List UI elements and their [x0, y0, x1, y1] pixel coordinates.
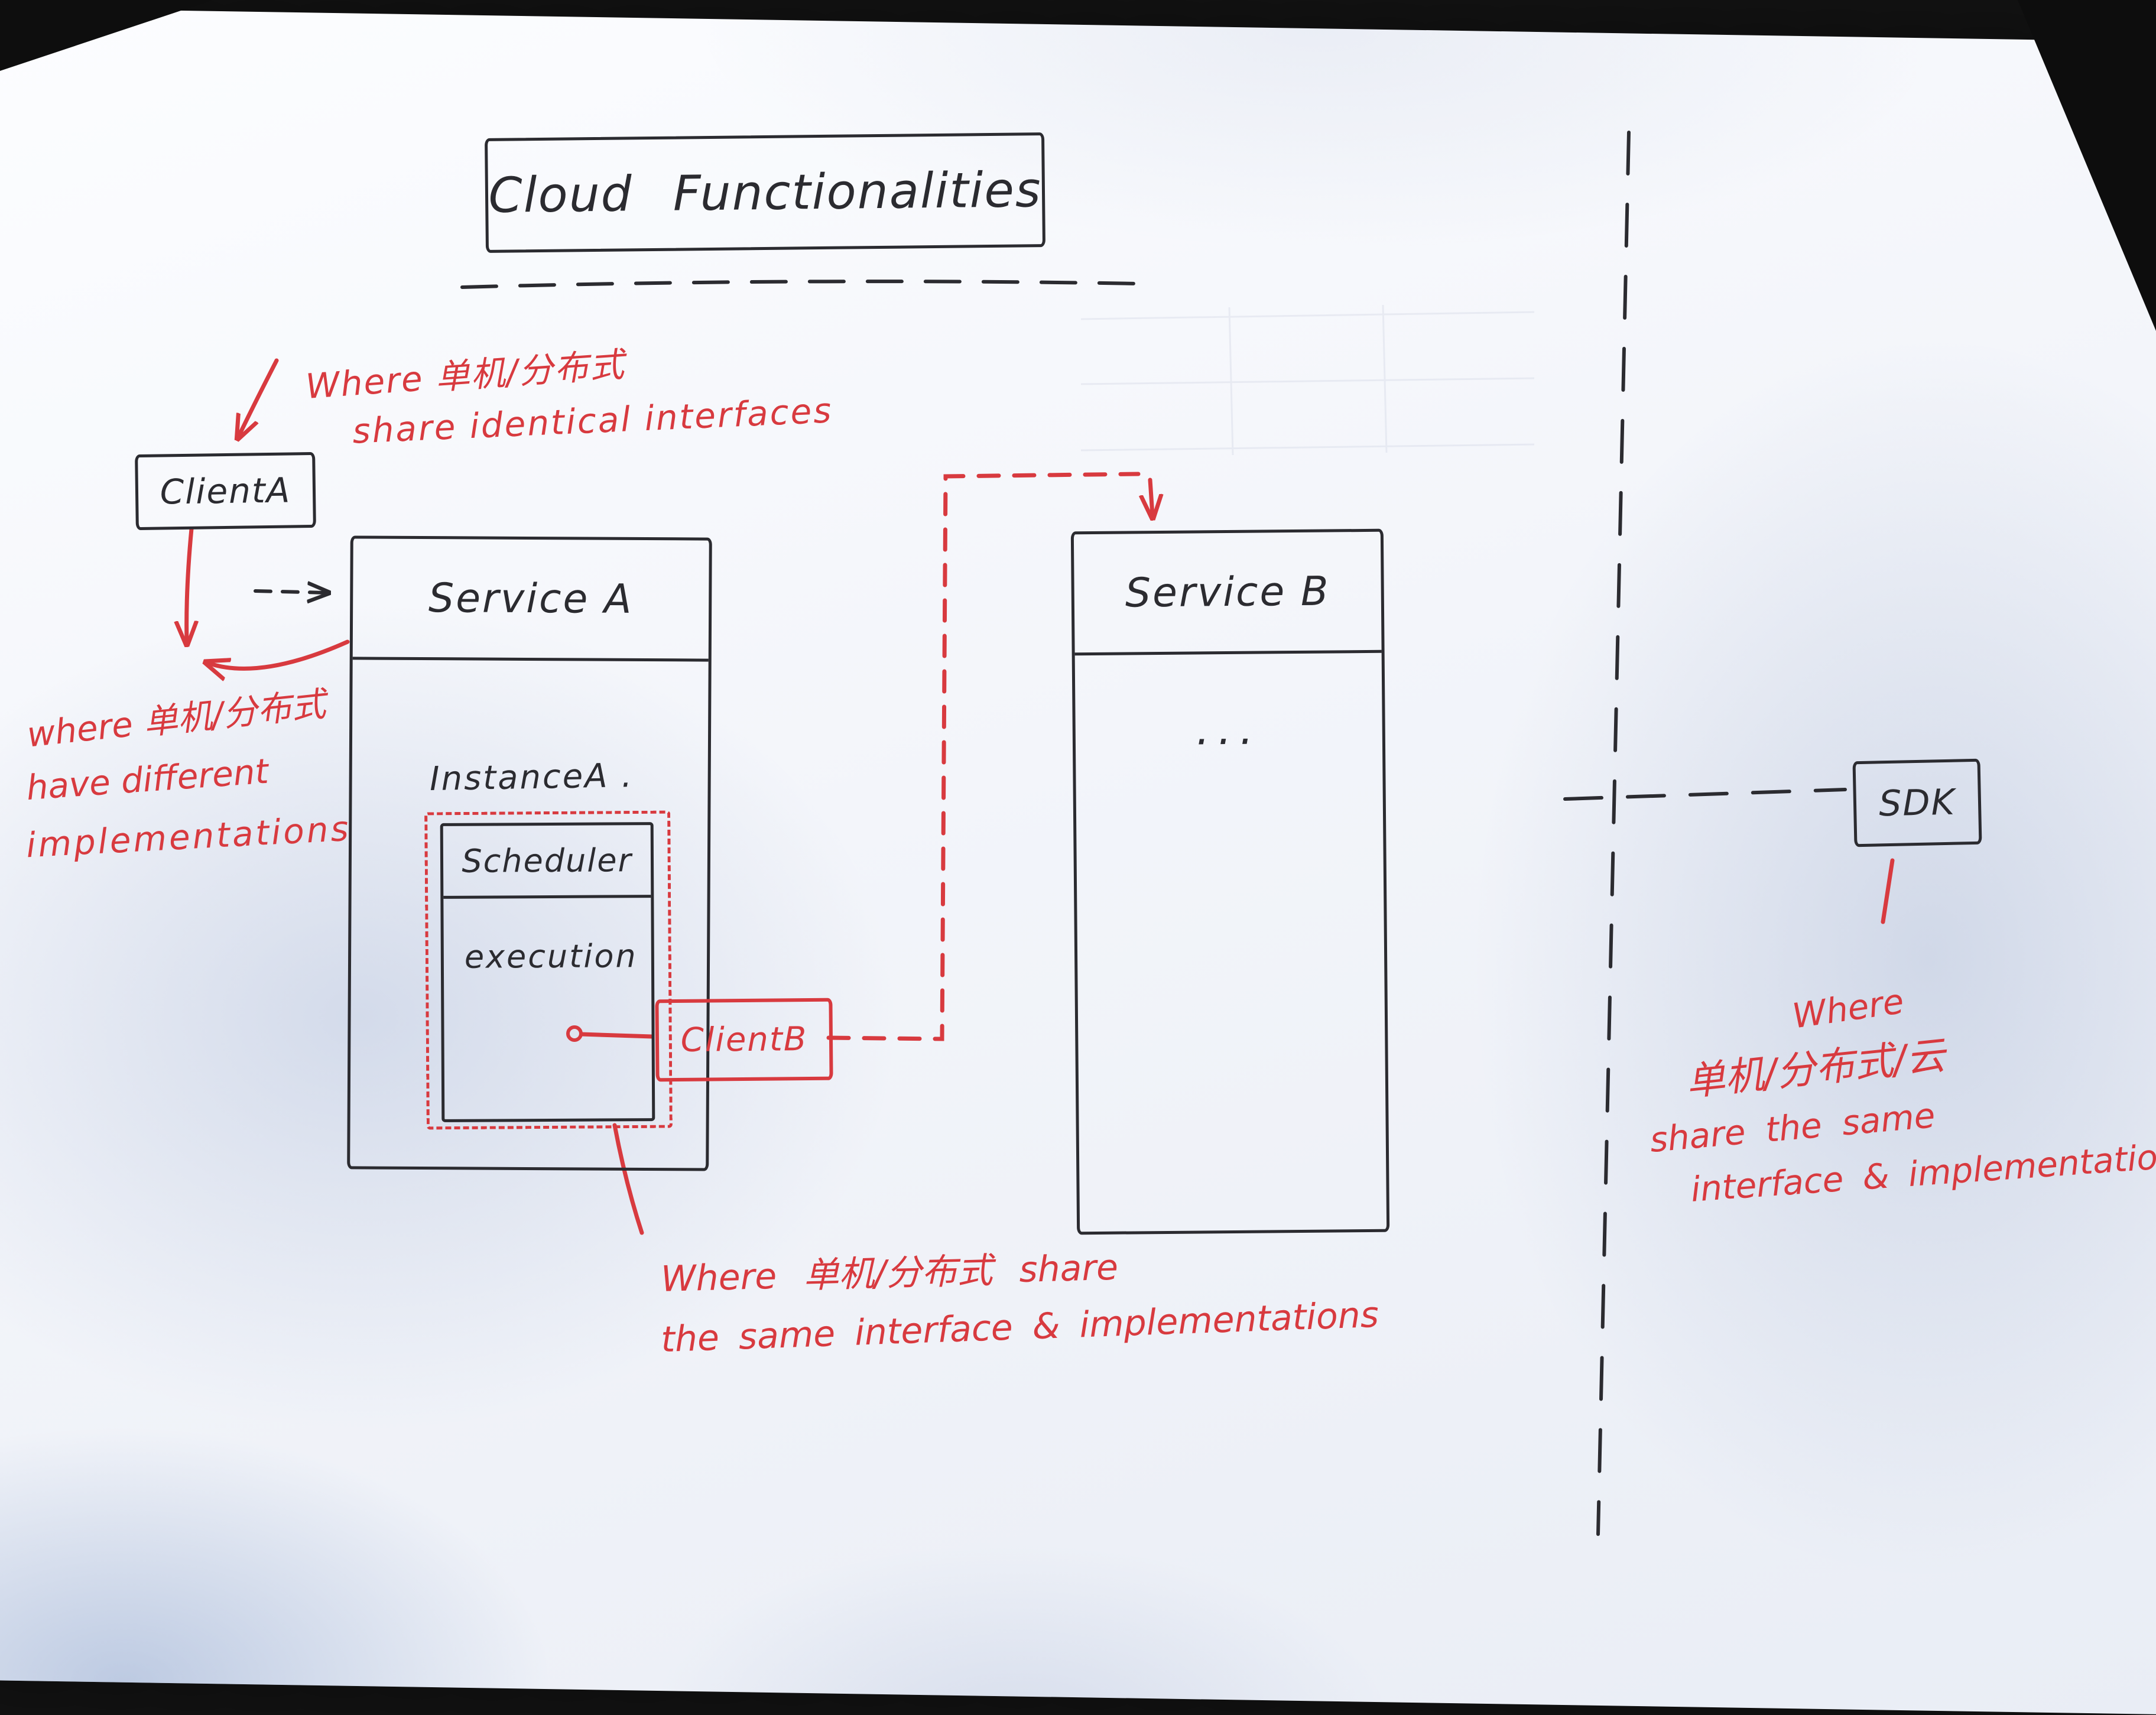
annotation-bottom: Where 单机/分布式 share the same interface & … — [660, 1241, 1379, 1361]
annotation-left: where 单机/分布式 have different implementati… — [25, 684, 352, 865]
annotation-top-arrow — [239, 358, 279, 436]
servicea-to-clienta-arrow — [208, 639, 350, 668]
instance-to-annotation-curve — [612, 1123, 644, 1235]
bleed-through-grid — [1080, 304, 1535, 456]
annotation-top: Where 单机/分布式 share identical interfaces — [304, 340, 834, 451]
instance-a-label: InstanceA . — [429, 756, 634, 799]
diagram-lines-layer — [0, 131, 1895, 1536]
scheduler-label: Scheduler — [462, 841, 632, 880]
client-b-label: ClientB — [680, 1020, 808, 1060]
annotation-left-line3: implementations — [25, 808, 352, 866]
clienta-down-arrow — [187, 527, 191, 642]
client-a-label: ClientA — [160, 470, 291, 512]
title-box: Cloud Functionalities — [485, 132, 1045, 253]
scheduler-band: Scheduler — [443, 825, 651, 899]
scheduler-execution-box: Scheduler execution — [440, 822, 655, 1122]
sdk-box: SDK — [1852, 758, 1982, 847]
right-divider-dashed — [1596, 131, 1631, 1536]
annotation-left-line2: have different — [25, 751, 270, 808]
service-b-label: Service B — [1125, 568, 1330, 617]
service-b-header: Service B — [1073, 531, 1382, 656]
sdk-connector-dashed — [1563, 788, 1847, 801]
clientb-to-serviceb-dashed-route — [826, 472, 1141, 1041]
black-ink-lines — [254, 131, 1847, 1536]
diagram-title: Cloud Functionalities — [488, 161, 1043, 224]
sdk-annotation-tick — [1881, 858, 1895, 924]
client-b-box: ClientB — [655, 998, 833, 1082]
red-ink-lines — [187, 358, 1895, 1235]
service-a-header: Service A — [352, 538, 709, 662]
annotation-bottom-line1: Where 单机/分布式 share — [660, 1246, 1119, 1300]
client-a-box: ClientA — [135, 452, 316, 531]
annotation-right: Where 单机/分布式/云 share the same interface … — [1648, 969, 2156, 1210]
execution-to-clientb-line — [579, 1032, 655, 1039]
sdk-label: SDK — [1878, 781, 1956, 824]
clienta-to-servicea-arrow — [254, 591, 326, 593]
scene: Cloud Functionalities ClientA Service A … — [0, 7, 2156, 1715]
execution-label: execution — [464, 937, 638, 976]
title-underline-dashed — [460, 280, 1141, 289]
service-b-box: Service B ... — [1070, 528, 1390, 1235]
serviceb-entry-arrow — [1150, 478, 1152, 515]
service-b-ellipsis: ... — [1196, 704, 1262, 755]
service-a-label: Service A — [428, 574, 634, 623]
